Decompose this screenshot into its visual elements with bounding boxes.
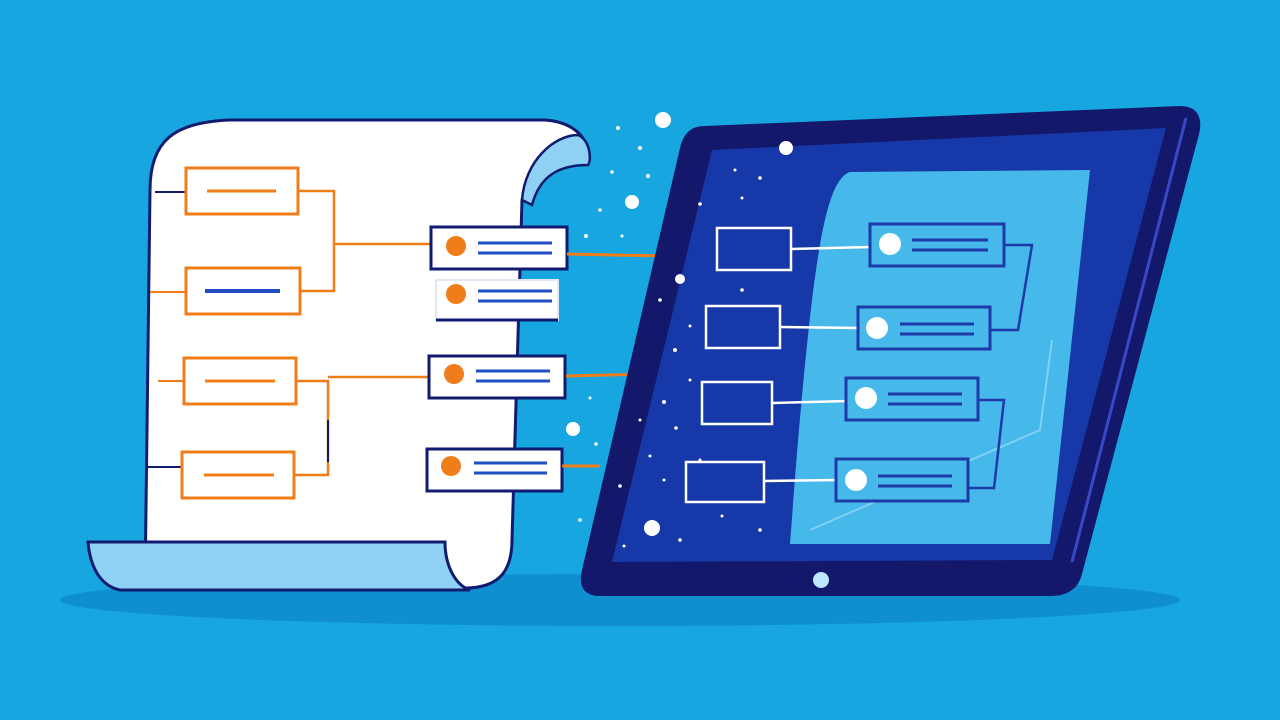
illustration-shape [688, 324, 692, 328]
illustration-shape [566, 422, 580, 436]
illustration-shape [700, 380, 774, 426]
screen-outline-boxes [684, 226, 871, 504]
illustration-shape [648, 454, 652, 458]
illustration-shape [578, 518, 582, 522]
illustration-shape [655, 112, 671, 128]
illustration-shape [733, 168, 737, 172]
illustration-shape [740, 196, 744, 200]
illustration-shape [584, 234, 588, 238]
transfer-cards [425, 225, 664, 493]
transfer-card [427, 354, 567, 400]
illustration-shape [674, 426, 678, 430]
paper-connector [298, 189, 336, 293]
paper-bottom-curl [86, 540, 471, 592]
illustration-shape [684, 460, 766, 504]
illustration-shape [763, 478, 839, 483]
data-particles [566, 112, 793, 548]
card-dot [446, 236, 466, 256]
illustration-shape [704, 304, 782, 350]
illustration-shape [678, 538, 682, 542]
illustration-shape [662, 478, 666, 482]
card-dot [444, 364, 464, 384]
screen-connector [968, 398, 1006, 490]
illustration-shape [866, 317, 888, 339]
screen-cards [834, 222, 1034, 503]
illustration-shape [845, 469, 867, 491]
illustration-shape [715, 226, 793, 272]
illustration-shape [594, 442, 598, 446]
illustration-shape [646, 174, 650, 178]
illustration-shape [758, 176, 762, 180]
screen-connector [990, 243, 1034, 332]
illustration-shape [698, 458, 702, 462]
illustration-shape [662, 400, 666, 404]
paper-top-curl [520, 133, 592, 207]
illustration-shape [779, 141, 793, 155]
illustration-shape [855, 387, 877, 409]
card-dot [446, 284, 466, 304]
illustration-shape [616, 126, 620, 130]
card-dot [441, 456, 461, 476]
illustration-shape [598, 208, 602, 212]
screen-card [856, 305, 992, 351]
illustration-shape [771, 399, 849, 405]
illustration-shape [698, 202, 702, 206]
tablet-home-button [813, 572, 829, 588]
illustration-shape [638, 146, 642, 150]
illustration-shape [588, 396, 592, 400]
illustration-shape [675, 274, 685, 284]
illustration-shape [644, 520, 660, 536]
illustration-shape [879, 233, 901, 255]
illustration-shape [673, 348, 677, 352]
illustration-shape [622, 544, 626, 548]
illustration-shape [688, 378, 692, 382]
illustration-shape [658, 298, 662, 302]
illustration-shape [790, 245, 871, 251]
illustration-shape [618, 484, 622, 488]
illustration-shape [779, 325, 859, 330]
screen-panel [790, 170, 1090, 544]
tablet-bezel-highlight [1070, 117, 1188, 563]
tablet-icon [580, 106, 1201, 596]
illustration-shape [625, 195, 639, 209]
illustration-shape [740, 288, 744, 292]
transfer-card [435, 279, 559, 322]
illustration-shape [758, 528, 762, 532]
illustration-shape [620, 234, 624, 238]
illustration-shape [638, 418, 642, 422]
paper-flowchart [180, 166, 432, 500]
screen-card [868, 222, 1006, 268]
transfer-card [429, 225, 569, 271]
illustration-shape [720, 514, 724, 518]
illustration-shape [610, 170, 614, 174]
screen-card [834, 457, 970, 503]
transfer-card [425, 447, 564, 493]
screen-card [844, 376, 980, 422]
